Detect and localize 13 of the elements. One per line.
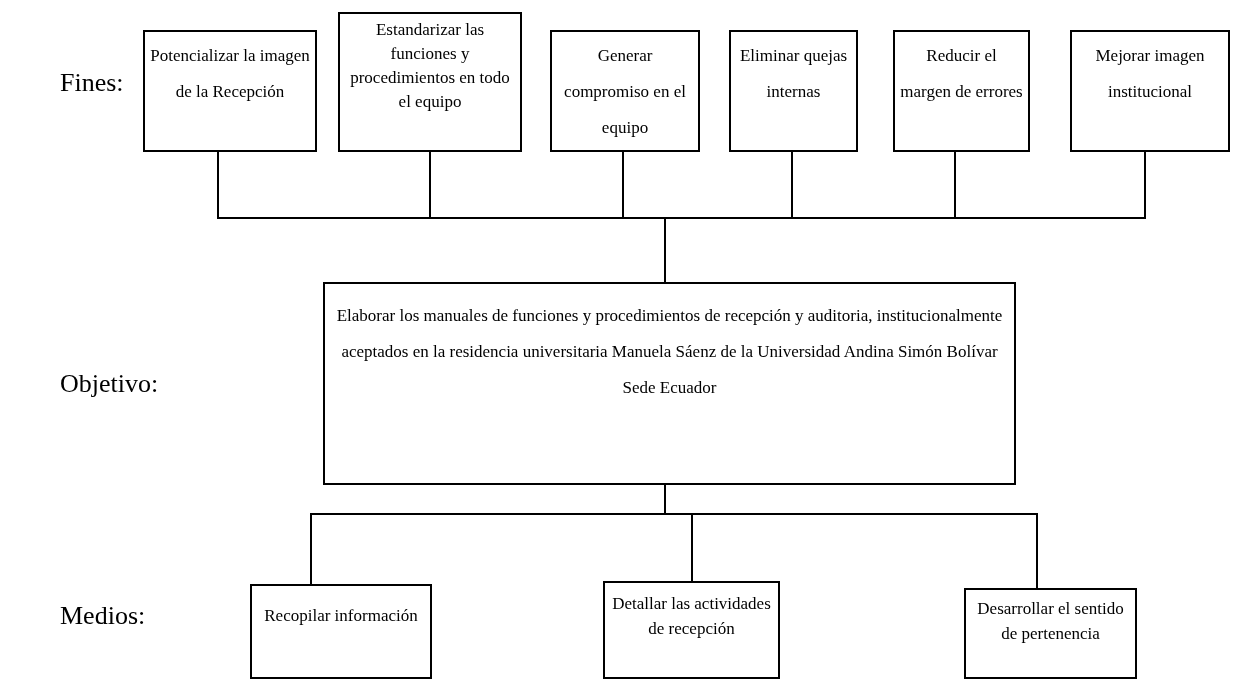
- text-box: Eliminar quejas internas: [729, 30, 858, 152]
- text-box: Detallar las actividades de recepción: [603, 581, 780, 679]
- text-box: Recopilar información: [250, 584, 432, 679]
- text-box: Mejorar imagen institucional: [1070, 30, 1230, 152]
- text-box: Reducir el margen de errores: [893, 30, 1030, 152]
- row-label: Medios:: [60, 601, 146, 631]
- row-label: Fines:: [60, 68, 124, 98]
- text-box: Generar compromiso en el equipo: [550, 30, 700, 152]
- text-box: Potencializar la imagen de la Recepción: [143, 30, 317, 152]
- text-box: Elaborar los manuales de funciones y procedimientos de recepción y auditoria, institucionalmente aceptados en la residencia universitaria Manuela Sáenz de la Universidad Andina Simón Bolívar Sede Ecuador: [323, 282, 1016, 485]
- text-box: Estandarizar las funciones y procedimientos en todo el equipo: [338, 12, 522, 152]
- row-label: Objetivo:: [60, 369, 159, 399]
- text-box: Desarrollar el sentido de pertenencia: [964, 588, 1137, 679]
